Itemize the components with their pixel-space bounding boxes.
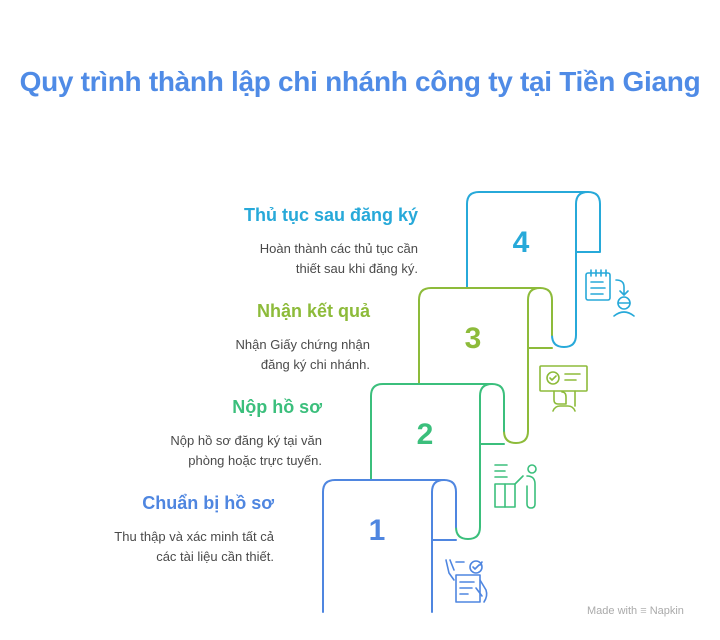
scroll-2: 2 bbox=[370, 383, 537, 540]
step-4-desc-line1: Hoàn thành các thủ tục cần bbox=[259, 241, 418, 256]
made-with-label: Made with bbox=[587, 605, 638, 617]
step-2-desc-line1: Nộp hồ sơ đăng ký tại văn bbox=[170, 433, 322, 448]
person-at-desk-icon bbox=[494, 464, 537, 509]
calendar-person-icon bbox=[585, 269, 635, 317]
scroll-3: 3 bbox=[418, 287, 588, 444]
step-1-desc-line1: Thu thập và xác minh tất cả bbox=[114, 529, 274, 544]
certificate-icon bbox=[539, 365, 588, 412]
step-1-number: 1 bbox=[369, 514, 386, 547]
napkin-brand: Napkin bbox=[649, 605, 684, 617]
document-checklist-icon bbox=[445, 559, 488, 603]
scroll-1: 1 bbox=[322, 479, 488, 613]
step-4-number: 4 bbox=[513, 226, 530, 259]
step-3-desc-line2: đăng ký chi nhánh. bbox=[260, 356, 370, 372]
step-1-text: Chuẩn bị hồ sơ Thu thập và xác minh tất … bbox=[114, 493, 274, 566]
scroll-4: 4 bbox=[466, 191, 635, 348]
step-1-title: Chuẩn bị hồ sơ bbox=[142, 493, 274, 513]
step-4-title: Thủ tục sau đăng ký bbox=[243, 205, 418, 225]
step-2-number: 2 bbox=[417, 418, 434, 451]
step-2-title: Nộp hồ sơ bbox=[232, 397, 322, 417]
step-4-text: Thủ tục sau đăng ký Hoàn thành các thủ t… bbox=[244, 205, 418, 278]
step-3-number: 3 bbox=[465, 322, 482, 355]
step-1-desc-line2: các tài liệu cần thiết. bbox=[156, 548, 274, 564]
step-3-desc-line1: Nhận Giấy chứng nhận bbox=[235, 337, 370, 352]
made-with-napkin: Made with ≡ Napkin bbox=[587, 605, 684, 617]
page-title: Quy trình thành lập chi nhánh công ty tạ… bbox=[19, 66, 701, 97]
step-2-text: Nộp hồ sơ Nộp hồ sơ đăng ký tại văn phòn… bbox=[170, 397, 322, 470]
step-3-title: Nhận kết quả bbox=[256, 301, 370, 321]
step-3-text: Nhận kết quả Nhận Giấy chứng nhận đăng k… bbox=[236, 301, 370, 374]
step-4-desc-line2: thiết sau khi đăng ký. bbox=[295, 260, 418, 276]
step-2-desc-line2: phòng hoặc trực tuyến. bbox=[188, 452, 322, 468]
napkin-logo-icon: ≡ bbox=[640, 605, 647, 617]
